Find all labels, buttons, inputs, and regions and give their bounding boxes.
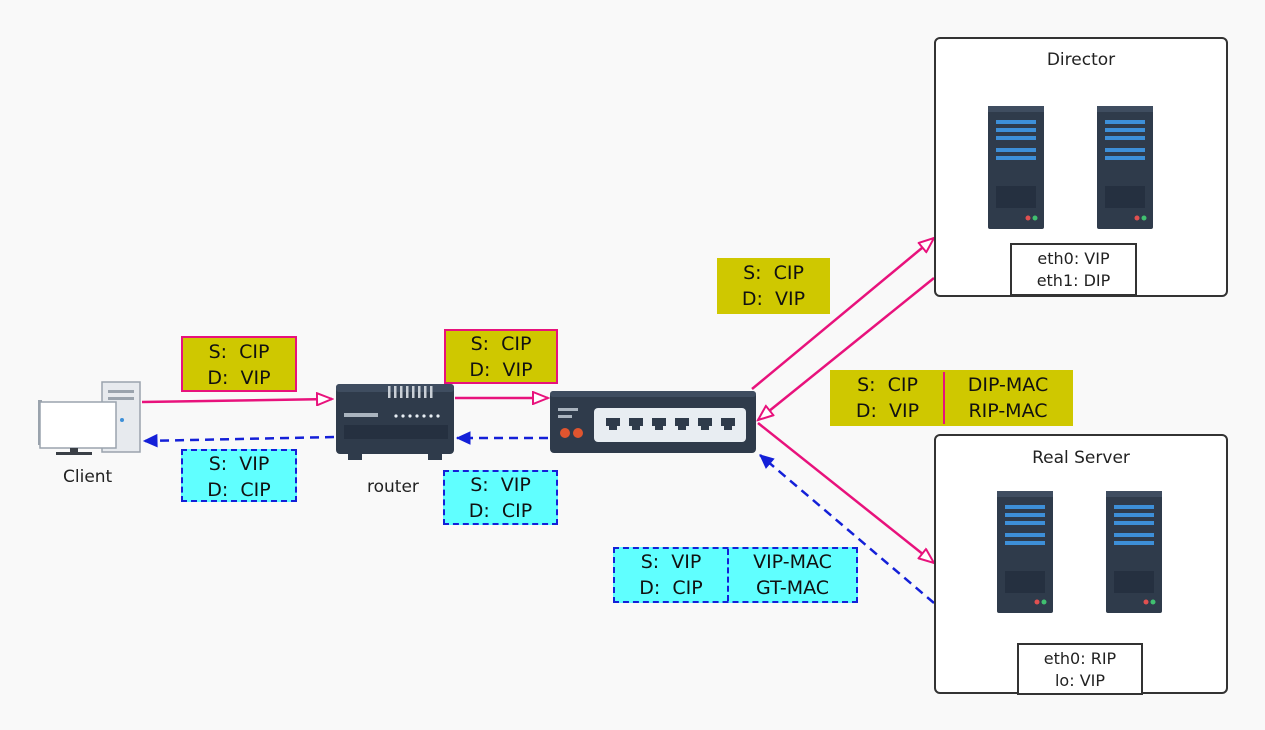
director-eth0: eth0: VIP: [1037, 249, 1110, 268]
router-icon: [336, 384, 454, 460]
packet-source: S: VIP: [470, 474, 531, 496]
director-server-icon-1: [988, 106, 1044, 229]
switch-icon: [550, 391, 756, 453]
packet-source-mac: DIP-MAC: [967, 374, 1049, 396]
packet-destination: D: VIP: [741, 288, 806, 310]
packet-source: S: VIP: [208, 453, 270, 475]
real-server-title: Real Server: [1032, 448, 1130, 468]
packet-director-to-realserver: S: CIP D: VIP DIP-MAC RIP-MAC: [830, 370, 1073, 426]
packet-destination-mac: GT-MAC: [755, 577, 830, 599]
packet-source: S: VIP: [640, 551, 702, 573]
packet-source: S: CIP: [470, 333, 532, 355]
packet-source-mac: VIP-MAC: [753, 551, 832, 573]
packet-source: S: CIP: [743, 262, 804, 284]
director-switch-request-line: [758, 277, 935, 420]
switch-director-request-line: [751, 238, 934, 390]
client-label: Client: [63, 467, 113, 487]
packet-realserver-reply: S: VIP D: CIP VIP-MAC GT-MAC: [613, 547, 858, 603]
packet-destination-mac: RIP-MAC: [968, 400, 1048, 422]
router-client-reply-line: [142, 433, 335, 448]
packet-destination: D: CIP: [639, 577, 703, 599]
director-title: Director: [1046, 50, 1116, 70]
client-computer-icon: [38, 381, 141, 455]
packet-mac-header: VIP-MAC GT-MAC: [729, 549, 856, 601]
packet-ip-header: S: CIP D: VIP: [832, 372, 945, 424]
real-server-icon-2: [1106, 491, 1162, 613]
packet-destination: D: VIP: [469, 359, 533, 381]
packet-router-to-client: S: VIP D: CIP: [181, 449, 297, 502]
packet-mac-header: DIP-MAC RIP-MAC: [945, 372, 1071, 424]
switch-realserver-request-line: [757, 422, 934, 563]
packet-destination: D: VIP: [207, 367, 271, 389]
packet-source: S: CIP: [208, 341, 270, 363]
director-server-icon-2: [1097, 106, 1153, 229]
packet-destination: D: VIP: [855, 400, 920, 422]
packet-source: S: CIP: [857, 374, 918, 396]
packet-ip-header: S: VIP D: CIP: [615, 549, 729, 601]
real-server-lo: lo: VIP: [1054, 671, 1106, 690]
real-server-eth0: eth0: RIP: [1043, 649, 1117, 668]
packet-destination: D: CIP: [207, 479, 271, 501]
director-interfaces: eth0: VIP eth1: DIP: [1010, 243, 1137, 296]
real-server-interfaces: eth0: RIP lo: VIP: [1017, 643, 1143, 695]
director-eth1: eth1: DIP: [1036, 271, 1111, 290]
packet-switch-to-router: S: VIP D: CIP: [443, 470, 558, 525]
packet-client-to-router: S: CIP D: VIP: [181, 336, 297, 392]
client-router-request-line: [141, 399, 332, 402]
real-server-icon-1: [997, 491, 1053, 613]
packet-router-to-switch: S: CIP D: VIP: [444, 329, 558, 384]
router-label: router: [367, 477, 419, 497]
packet-switch-to-director: S: CIP D: VIP: [717, 258, 830, 314]
packet-destination: D: CIP: [468, 500, 533, 522]
realserver-switch-reply-line: [759, 454, 935, 604]
